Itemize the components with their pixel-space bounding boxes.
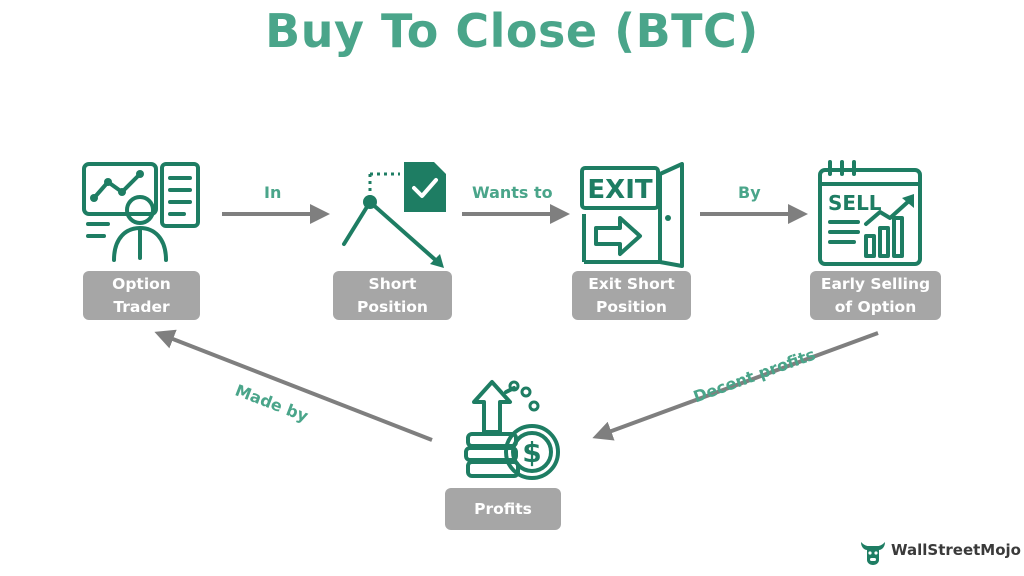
node-exit-short-position: Exit Short Position <box>572 271 691 320</box>
node-short-position-label: Short Position <box>357 274 428 316</box>
node-option-trader-label: Option Trader <box>112 274 171 316</box>
node-early-selling-label: Early Selling of Option <box>820 274 931 316</box>
node-profits: Profits <box>445 488 561 530</box>
option-trader-icon <box>82 162 200 262</box>
short-position-icon <box>342 162 446 268</box>
node-short-position: Short Position <box>333 271 452 320</box>
sell-sign-text: SELL <box>828 191 882 215</box>
arrow-decent-profits <box>592 331 879 441</box>
arrow-made-by <box>154 329 433 442</box>
brand-logo: WallStreetMojo <box>857 536 1021 566</box>
connector-label-by: By <box>738 183 761 202</box>
connector-label-in: In <box>264 183 282 202</box>
sell-chart-icon: SELL <box>818 160 922 266</box>
brand-name: WallStreetMojo <box>891 541 1021 559</box>
node-exit-short-position-label: Exit Short Position <box>588 274 675 316</box>
exit-door-icon: EXIT <box>580 162 684 268</box>
node-option-trader: Option Trader <box>83 271 200 320</box>
connector-label-wants-to: Wants to <box>472 183 553 202</box>
dollar-sign-text: $ <box>522 436 541 469</box>
diagram-title: Buy To Close (BTC) <box>265 4 759 58</box>
node-early-selling: Early Selling of Option <box>810 271 941 320</box>
node-profits-label: Profits <box>474 499 532 518</box>
brand-bull-icon <box>861 542 885 565</box>
exit-sign-text: EXIT <box>587 175 652 205</box>
profits-coins-icon: $ <box>464 380 560 480</box>
